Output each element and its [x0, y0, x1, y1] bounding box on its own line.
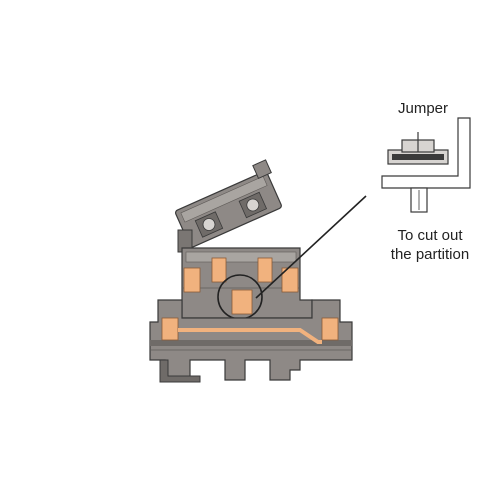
lower-contacts: [161, 317, 339, 344]
cut-partition-label: To cut out the partition: [380, 226, 480, 264]
jumper-detail-inset: [381, 117, 471, 213]
callout-leader-line: [255, 195, 367, 299]
fuse-holder-lever: [175, 159, 282, 248]
mounting-foot: [159, 359, 201, 383]
upper-contacts: [183, 257, 299, 315]
cut-partition-line-1: To cut out: [397, 227, 463, 244]
jumper-label: Jumper: [398, 100, 449, 117]
cut-partition-line-2: the partition: [390, 246, 470, 263]
